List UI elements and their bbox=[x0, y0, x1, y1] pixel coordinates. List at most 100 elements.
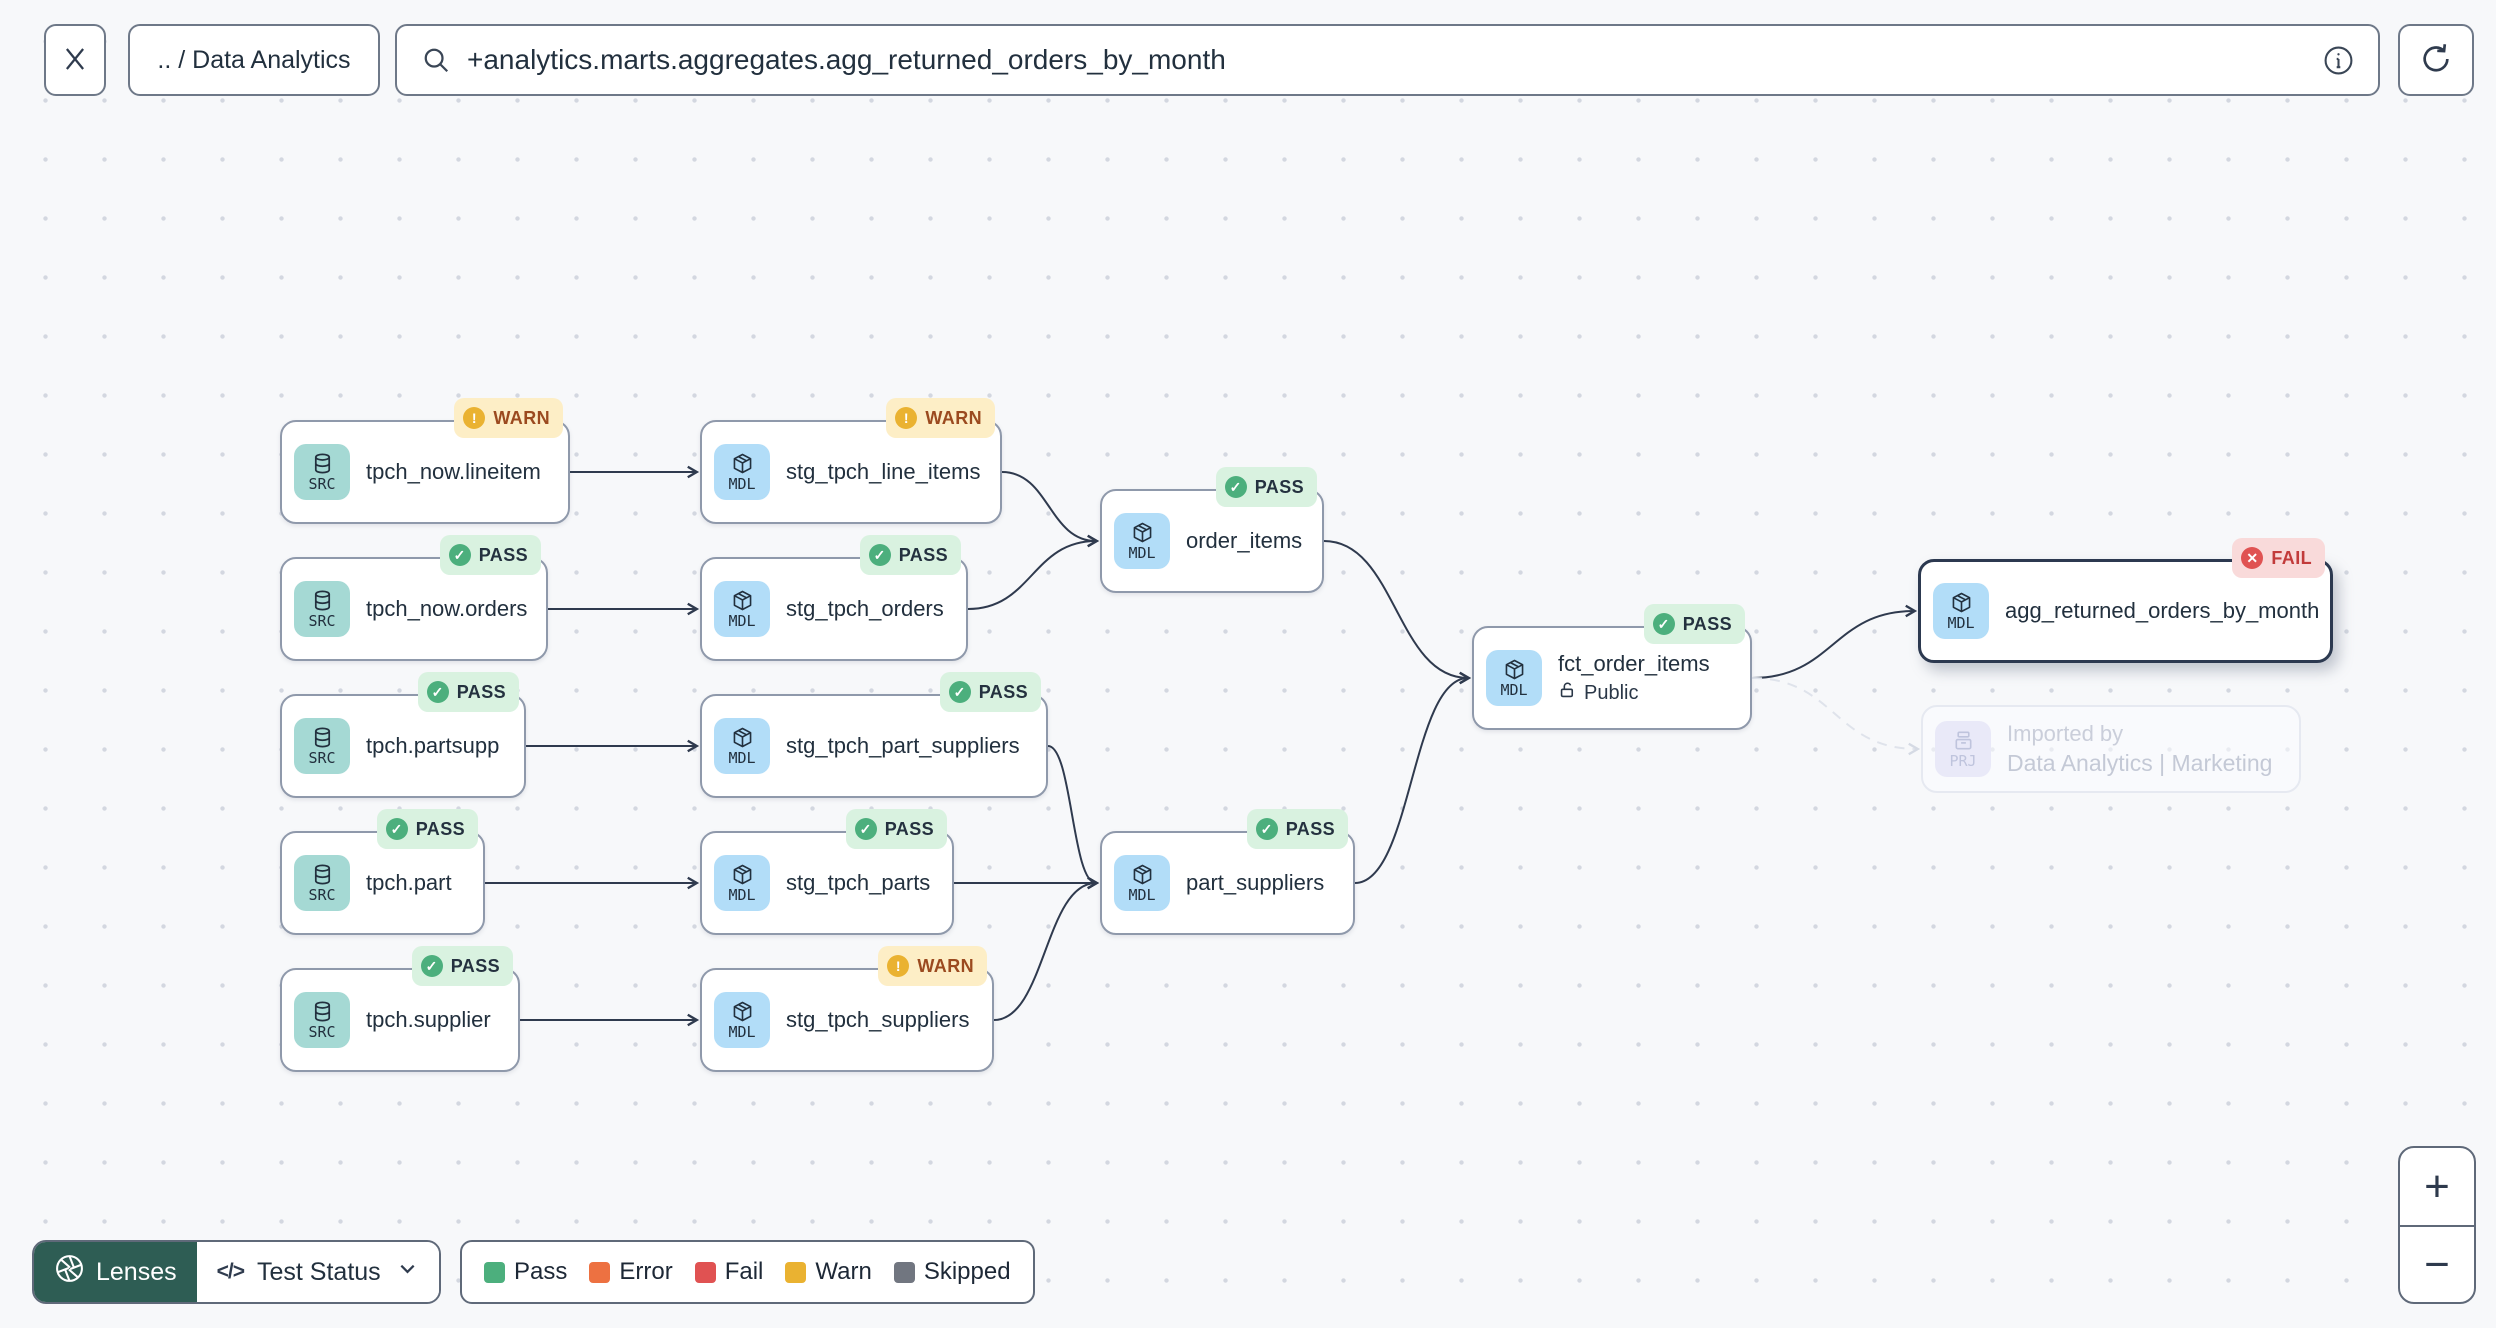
status-dot-icon: ✓ bbox=[426, 681, 449, 703]
status-label: PASS bbox=[1682, 613, 1732, 634]
lens-selector-label: Test Status bbox=[257, 1257, 381, 1286]
lens-control: Lenses </> Test Status bbox=[32, 1240, 441, 1304]
edge-part_suppliers-to-fct_order_items bbox=[1354, 671, 1472, 884]
node-label: stg_tpch_suppliers bbox=[786, 1007, 970, 1032]
status-badge-pass: ✓PASS bbox=[939, 672, 1041, 712]
mdl-type-badge: MDL bbox=[714, 581, 770, 637]
database-icon bbox=[311, 452, 334, 475]
status-label: PASS bbox=[456, 681, 506, 702]
mdl-type-badge: MDL bbox=[1114, 513, 1170, 569]
status-badge-fail: ✕FAIL bbox=[2232, 538, 2325, 578]
edge-stg_tpch_line_items-to-order_items bbox=[1001, 471, 1100, 548]
aperture-icon bbox=[54, 1253, 85, 1291]
type-label: MDL bbox=[728, 885, 756, 904]
status-dot-icon: ✓ bbox=[448, 544, 471, 566]
legend-item-fail: Fail bbox=[694, 1258, 763, 1286]
type-label: MDL bbox=[1128, 885, 1156, 904]
status-badge-pass: ✓PASS bbox=[439, 535, 541, 575]
search-bar[interactable] bbox=[395, 24, 2380, 96]
node-label: tpch.supplier bbox=[366, 1007, 491, 1032]
prj-type-badge: PRJ bbox=[1935, 721, 1991, 777]
status-badge-pass: ✓PASS bbox=[1215, 467, 1317, 507]
legend-swatch-icon bbox=[694, 1261, 716, 1283]
code-icon: </> bbox=[216, 1260, 245, 1283]
type-label: MDL bbox=[1128, 543, 1156, 562]
legend-label: Pass bbox=[514, 1258, 568, 1285]
zoom-in-button[interactable]: + bbox=[2400, 1148, 2474, 1225]
node-tpch_now_orders[interactable]: SRC tpch_now.orders ✓PASS bbox=[280, 535, 548, 661]
node-agg_returned_orders_by_month[interactable]: MDL agg_returned_orders_by_month ✕FAIL bbox=[1918, 538, 2333, 663]
access-label: Public bbox=[1584, 681, 1639, 704]
database-icon bbox=[311, 1000, 334, 1023]
lenses-label: Lenses bbox=[96, 1257, 177, 1286]
mdl-type-badge: MDL bbox=[1114, 855, 1170, 911]
breadcrumb[interactable]: .. / Data Analytics bbox=[128, 24, 380, 96]
type-label: SRC bbox=[308, 611, 336, 630]
legend-item-skipped: Skipped bbox=[893, 1258, 1011, 1286]
search-input[interactable] bbox=[467, 44, 2307, 76]
status-label: PASS bbox=[415, 818, 465, 839]
status-label: PASS bbox=[978, 681, 1028, 702]
node-label: tpch_now.lineitem bbox=[366, 459, 541, 484]
type-label: SRC bbox=[308, 885, 336, 904]
chevron-down-icon bbox=[394, 1255, 421, 1289]
src-type-badge: SRC bbox=[294, 718, 350, 774]
node-label: fct_order_items bbox=[1558, 650, 1710, 676]
edge-order_items-to-fct_order_items bbox=[1323, 540, 1472, 685]
status-badge-pass: ✓PASS bbox=[411, 946, 513, 986]
type-label: SRC bbox=[308, 474, 336, 493]
legend-item-warn: Warn bbox=[785, 1258, 872, 1286]
lens-selector[interactable]: </> Test Status bbox=[196, 1242, 439, 1302]
type-label: MDL bbox=[728, 748, 756, 767]
info-icon[interactable] bbox=[2323, 45, 2354, 76]
close-button[interactable] bbox=[44, 24, 106, 96]
edge-fct_order_items-to-imported_by_project bbox=[1751, 677, 1921, 756]
legend-item-error: Error bbox=[589, 1258, 673, 1286]
status-label: PASS bbox=[884, 818, 934, 839]
lenses-button[interactable]: Lenses bbox=[34, 1242, 197, 1302]
refresh-button[interactable] bbox=[2398, 24, 2474, 96]
status-label: WARN bbox=[917, 955, 974, 976]
status-dot-icon: ✓ bbox=[1224, 476, 1247, 498]
zoom-controls: + − bbox=[2398, 1146, 2476, 1304]
edge-stg_tpch_orders-to-order_items bbox=[967, 534, 1100, 610]
status-dot-icon: ✓ bbox=[1652, 613, 1675, 635]
node-label: tpch_now.orders bbox=[366, 596, 528, 621]
legend-label: Error bbox=[619, 1258, 673, 1285]
mdl-type-badge: MDL bbox=[1933, 583, 1989, 639]
edge-stg_tpch_suppliers-to-part_suppliers bbox=[993, 876, 1100, 1021]
cube-icon bbox=[731, 726, 754, 749]
legend-swatch-icon bbox=[589, 1261, 611, 1283]
status-dot-icon: ! bbox=[895, 407, 918, 429]
legend-item-pass: Pass bbox=[484, 1258, 567, 1286]
status-dot-icon: ✓ bbox=[385, 818, 408, 840]
status-badge-warn: !WARN bbox=[886, 398, 995, 438]
cube-icon bbox=[731, 589, 754, 612]
zoom-out-button[interactable]: − bbox=[2400, 1225, 2474, 1302]
node-tpch_part[interactable]: SRC tpch.part ✓ PASS bbox=[280, 809, 485, 935]
cube-icon bbox=[1950, 591, 1973, 614]
node-label: agg_returned_orders_by_month bbox=[2005, 598, 2320, 623]
node-label: tpch.part bbox=[366, 870, 452, 895]
imported-by-label: Imported by bbox=[2007, 721, 2124, 746]
cube-icon bbox=[731, 863, 754, 886]
status-badge-warn: !WARN bbox=[878, 946, 987, 986]
status-label: PASS bbox=[450, 955, 500, 976]
type-label: MDL bbox=[1947, 613, 1975, 632]
